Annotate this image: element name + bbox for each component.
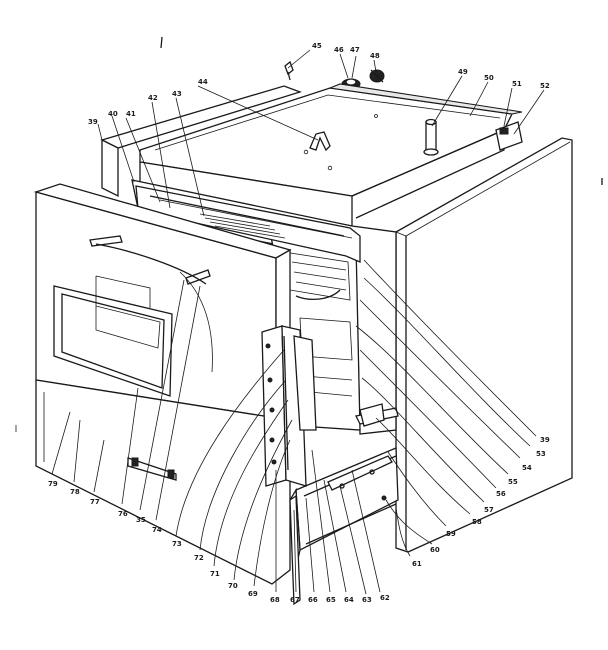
rear-trim-strip <box>327 83 523 151</box>
callout-55: 55 <box>508 478 518 486</box>
callout-63: 63 <box>362 596 372 604</box>
callout-51: 51 <box>512 80 522 88</box>
callout-45: 45 <box>312 42 322 50</box>
callout-64: 64 <box>344 596 354 604</box>
callout-71: 71 <box>210 570 220 578</box>
callout-39-top: 39 <box>88 118 98 126</box>
callout-65: 65 <box>326 596 336 604</box>
vent-bracket <box>309 131 331 152</box>
callout-77: 77 <box>90 498 100 506</box>
callout-54: 54 <box>522 464 532 472</box>
callout-35: 35 <box>136 516 146 524</box>
callout-73: 73 <box>172 540 182 548</box>
leader-lines <box>51 49 545 595</box>
callout-39-right: 39 <box>540 436 550 444</box>
vent-tube <box>423 118 439 156</box>
drawer-glide-rail <box>355 403 399 427</box>
callout-79: 79 <box>48 480 58 488</box>
lower-drawer-body <box>289 447 399 569</box>
callout-57: 57 <box>484 506 494 514</box>
callout-48: 48 <box>370 52 380 60</box>
callout-56: 56 <box>496 490 506 498</box>
callout-47: 47 <box>350 46 360 54</box>
callout-60: 60 <box>430 546 440 554</box>
callout-68: 68 <box>270 596 280 604</box>
callout-52: 52 <box>540 82 550 90</box>
callout-43: 43 <box>172 90 182 98</box>
callout-74: 74 <box>152 526 162 534</box>
callout-66: 66 <box>308 596 318 604</box>
right-side-panel <box>395 137 573 553</box>
callout-40: 40 <box>108 110 118 118</box>
callout-58: 58 <box>472 518 482 526</box>
callout-49: 49 <box>458 68 468 76</box>
callout-46: 46 <box>334 46 344 54</box>
registration-mark <box>160 36 163 49</box>
callout-70: 70 <box>228 582 238 590</box>
door-hinge-assembly <box>261 325 317 606</box>
callout-78: 78 <box>70 488 80 496</box>
callout-labels: 45 46 47 48 44 49 50 51 52 42 43 40 41 3… <box>48 42 550 604</box>
callout-42: 42 <box>148 94 158 102</box>
callout-67: 67 <box>290 596 300 604</box>
callout-62: 62 <box>380 594 390 602</box>
callout-69: 69 <box>248 590 258 598</box>
callout-44: 44 <box>198 78 208 86</box>
callout-72: 72 <box>194 554 204 562</box>
callout-41: 41 <box>126 110 136 118</box>
callout-76: 76 <box>118 510 128 518</box>
callout-61: 61 <box>412 560 422 568</box>
screw-pin <box>284 60 294 81</box>
top-knob-parts <box>341 69 385 90</box>
callout-53: 53 <box>536 450 546 458</box>
callout-50: 50 <box>484 74 494 82</box>
callout-59: 59 <box>446 530 456 538</box>
top-left-trim-rail <box>100 85 303 198</box>
